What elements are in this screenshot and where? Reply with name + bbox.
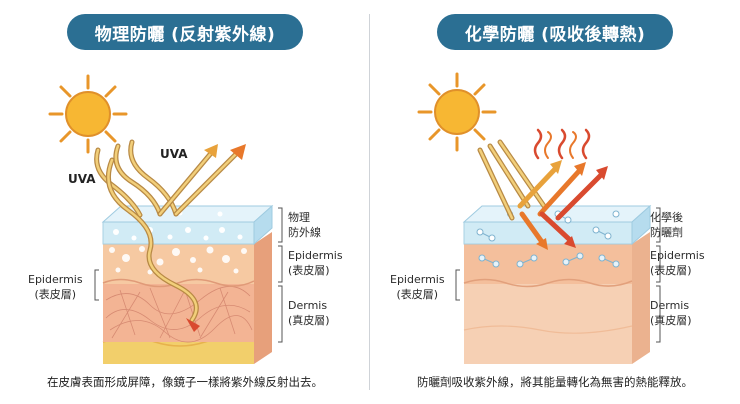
sunscreen-molecules — [476, 210, 620, 242]
physical-sunscreen-title: 物理防曬 (反射紫外線) — [67, 14, 303, 50]
label-brackets — [94, 207, 283, 343]
skin-side-face — [254, 232, 272, 364]
epidermis-label-right: Epidermis(表皮層) — [288, 249, 343, 277]
heat-icon — [533, 128, 591, 160]
sun-icon — [417, 72, 497, 152]
penetrating-ray-arrowhead — [186, 318, 200, 332]
epidermis-label-left: Epidermis(表皮層) — [390, 273, 445, 301]
physical-sunscreen-label: 物理防外線 — [288, 211, 321, 239]
dermis-label-right: Dermis(真皮層) — [650, 299, 692, 327]
sun-icon — [48, 74, 128, 154]
absorber-molecules — [478, 252, 620, 268]
sunscreen-layer — [102, 221, 255, 245]
chemical-sunscreen-caption: 防曬劑吸收紫外線，將其能量轉化為無害的熱能釋放。 — [417, 375, 693, 389]
epidermis-label-left: Epidermis(表皮層) — [28, 273, 83, 301]
absorbed-arrows — [519, 211, 576, 250]
panel-divider — [369, 14, 370, 390]
dermis-layer — [464, 282, 632, 364]
physical-sunscreen-caption: 在皮膚表面形成屏障，像鏡子一樣將紫外線反射出去。 — [47, 375, 323, 389]
mineral-particles — [109, 246, 247, 275]
epidermis-label-right: Epidermis(表皮層) — [650, 249, 705, 277]
heat-icon-secondary — [544, 131, 577, 159]
incoming-uv-arrows — [477, 139, 547, 221]
skin-side-face — [632, 232, 650, 364]
heat-release-arrows — [517, 160, 608, 221]
dermis-fibers — [105, 286, 253, 343]
uva-label-lower: UVA — [68, 172, 96, 186]
reflected-rays — [157, 144, 246, 217]
uva-label-upper: UVA — [160, 147, 188, 161]
chemical-sunscreen-title: 化學防曬 (吸收後轉熱) — [437, 14, 673, 50]
physical-sunscreen-panel: 物理防曬 (反射紫外線) — [28, 14, 343, 389]
label-brackets — [455, 207, 661, 343]
dermis-layer — [103, 282, 254, 342]
fat-layer — [103, 340, 254, 364]
epidermis-layer — [464, 244, 632, 284]
physical-sunscreen-diagram — [48, 74, 283, 364]
dermis-label-right: Dermis(真皮層) — [288, 299, 330, 327]
chemical-sunscreen-label: 化學後防曬劑 — [650, 211, 683, 239]
chemical-sunscreen-panel: 化學防曬 (吸收後轉熱) — [370, 0, 740, 404]
chemical-sunscreen-diagram — [417, 72, 661, 364]
